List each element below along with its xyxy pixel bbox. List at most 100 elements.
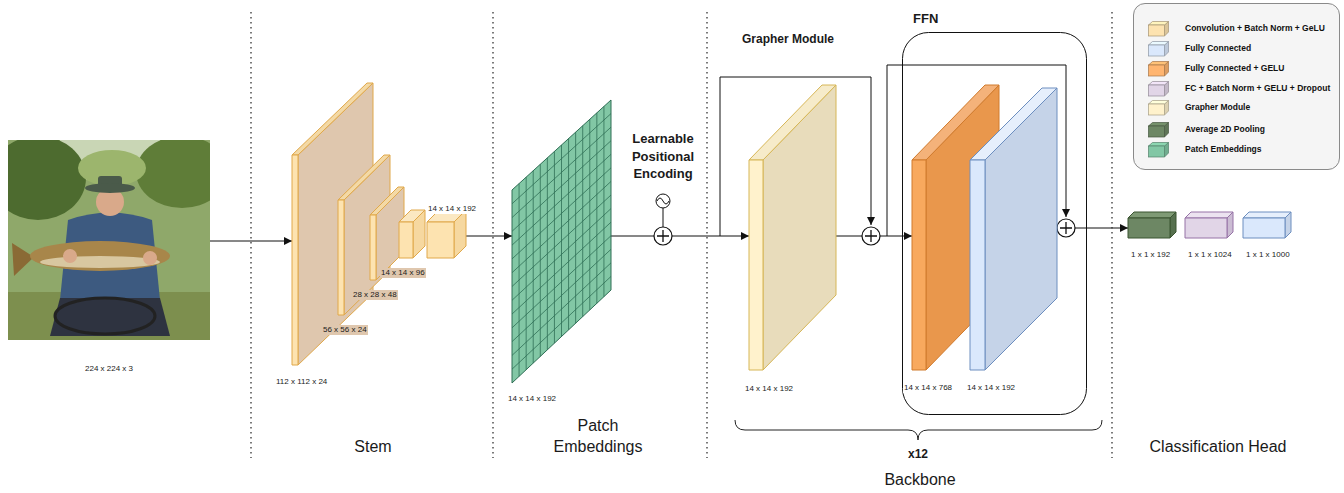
section-separators bbox=[251, 12, 1112, 458]
photo-fish-belly bbox=[40, 256, 160, 268]
grid-line bbox=[512, 209, 611, 301]
text-holder: 112 x 112 x 24 bbox=[275, 370, 328, 388]
photo-tree bbox=[136, 140, 210, 208]
swatch-front bbox=[1149, 65, 1165, 76]
legend-panel: Convolution + Batch Norm + GeLU Fully Con… bbox=[1133, 3, 1340, 170]
dimension-label: 56 x 56 x 24 bbox=[322, 325, 368, 335]
separator-line bbox=[706, 12, 707, 458]
shape-outline bbox=[427, 210, 466, 258]
grid-line bbox=[575, 132, 576, 323]
block-front bbox=[399, 222, 413, 258]
grid-face bbox=[512, 100, 611, 383]
swatch-top bbox=[1149, 82, 1169, 86]
backbone-brace bbox=[735, 420, 1102, 440]
block-front bbox=[1185, 218, 1227, 238]
dimension-label: 14 x 14 x 96 bbox=[380, 268, 426, 278]
legend-swatch bbox=[1148, 100, 1170, 116]
swatch-top bbox=[1149, 143, 1169, 147]
text-holder: 14 x 14 x 96 bbox=[380, 261, 426, 279]
grid-line bbox=[596, 113, 597, 303]
label-holder: x12 bbox=[893, 447, 943, 461]
block-top bbox=[292, 83, 373, 155]
legend-text: Patch Embeddings bbox=[1185, 142, 1339, 155]
legend-row: Fully Connected bbox=[1134, 41, 1339, 57]
input-photo bbox=[8, 140, 210, 340]
label-holder: Backbone bbox=[860, 470, 980, 489]
text-holder: 56 x 56 x 24 bbox=[322, 318, 368, 336]
sine-wave bbox=[657, 198, 669, 204]
block-side bbox=[763, 85, 836, 370]
conv-block: 14 x 14 x 192 bbox=[427, 210, 466, 258]
block-front bbox=[912, 160, 926, 370]
dimension-label: 28 x 28 x 48 bbox=[352, 290, 398, 300]
swatch-front bbox=[1149, 126, 1165, 137]
legend-swatch bbox=[1148, 122, 1170, 138]
dimension-label: 1 x 1 x 1000 bbox=[1245, 250, 1291, 260]
section-label: Classification Head bbox=[1133, 437, 1303, 456]
legend-text: Fully Connected + GELU bbox=[1185, 61, 1339, 74]
text-holder: 1 x 1 x 1000 bbox=[1245, 243, 1291, 261]
grapher-block: Grapher Module14 x 14 x 192 bbox=[749, 85, 836, 370]
grid-line bbox=[582, 126, 583, 317]
section-label: Backbone bbox=[860, 470, 980, 489]
legend-row: Average 2D Pooling bbox=[1134, 122, 1339, 138]
block-front bbox=[749, 160, 763, 370]
grid-line bbox=[512, 276, 611, 369]
block-top bbox=[749, 85, 836, 160]
grid-line bbox=[589, 119, 590, 310]
photo-trousers bbox=[50, 298, 170, 336]
fc-block: 14 x 14 x 192 bbox=[970, 88, 1057, 370]
swatch-front bbox=[1149, 146, 1165, 157]
add-cross bbox=[1060, 222, 1072, 234]
legend-row: Convolution + Batch Norm + GeLU bbox=[1134, 21, 1339, 37]
legend-text: Average 2D Pooling bbox=[1185, 122, 1339, 135]
dimension-label: 112 x 112 x 24 bbox=[275, 377, 328, 387]
photo-net bbox=[55, 298, 155, 334]
photo-hand bbox=[143, 251, 157, 265]
text-holder: 14 x 14 x 192 bbox=[427, 197, 477, 215]
flow-arrow bbox=[466, 236, 512, 237]
photo-fish-tail bbox=[12, 243, 34, 276]
legend-text: Grapher Module bbox=[1185, 100, 1339, 113]
label-holder: Patch Embeddings bbox=[548, 416, 648, 458]
conv-block: 14 x 14 x 96 bbox=[399, 210, 425, 258]
block-side bbox=[985, 88, 1057, 370]
block-top bbox=[338, 155, 390, 200]
legend-swatch bbox=[1148, 21, 1170, 37]
legend-swatch bbox=[1148, 61, 1170, 77]
legend-text: Fully Connected bbox=[1185, 41, 1339, 54]
swatch-front bbox=[1149, 25, 1165, 36]
section-label: Patch Embeddings bbox=[548, 416, 648, 458]
text-holder: 1 x 1 x 1024 bbox=[1187, 243, 1233, 261]
text-holder: 14 x 14 x 192 bbox=[744, 377, 794, 395]
dimension-label: 14 x 14 x 192 bbox=[744, 384, 794, 394]
dimension-label: 1 x 1 x 192 bbox=[1130, 250, 1171, 260]
add-cross bbox=[657, 230, 669, 242]
block-top bbox=[1185, 212, 1233, 218]
dimension-label: 14 x 14 x 192 bbox=[507, 394, 557, 404]
shape-outline bbox=[970, 88, 1057, 370]
dimension-label: 14 x 14 x 768 bbox=[903, 383, 953, 393]
photo-hat-brim bbox=[85, 183, 135, 193]
swatch-top bbox=[1149, 22, 1169, 26]
text-holder: 14 x 14 x 192 bbox=[966, 376, 1016, 394]
add-symbol bbox=[654, 227, 672, 245]
fc-bn-gelu-dropout-block: 1 x 1 x 1024 bbox=[1185, 212, 1233, 238]
separator-line bbox=[1111, 12, 1112, 458]
module-heading: FFN bbox=[913, 11, 938, 27]
swatch-front bbox=[1149, 45, 1165, 56]
block-front bbox=[370, 215, 376, 280]
legend-row: Grapher Module bbox=[1134, 100, 1339, 116]
text-holder: 224 x 224 x 3 bbox=[84, 357, 134, 375]
pooling-block: 1 x 1 x 192 bbox=[1128, 212, 1176, 238]
separator-line bbox=[250, 12, 251, 458]
block-front bbox=[970, 160, 985, 370]
swatch-front bbox=[1149, 85, 1165, 96]
shape-outline bbox=[512, 100, 611, 383]
swatch-top bbox=[1149, 62, 1169, 66]
text-holder: Grapher Module bbox=[742, 29, 834, 47]
legend-row: Patch Embeddings bbox=[1134, 142, 1339, 158]
ffn-outline bbox=[903, 33, 1087, 415]
legend-text: Convolution + Batch Norm + GeLU bbox=[1185, 21, 1339, 34]
